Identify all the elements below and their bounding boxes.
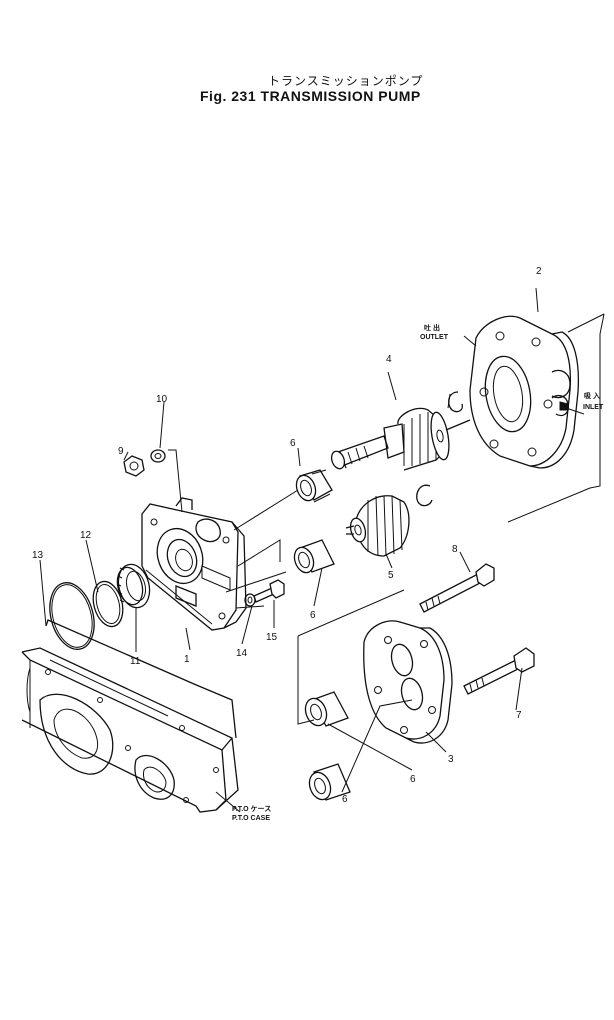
part-number-3: 3: [448, 754, 454, 765]
part-number-15: 15: [266, 632, 278, 643]
driven-gear: [345, 484, 433, 557]
title-english: Fig. 231 TRANSMISSION PUMP: [200, 88, 421, 104]
bolt-long: [419, 563, 495, 613]
needle-bearing-bottom: [308, 763, 351, 801]
pump-plate: [363, 620, 453, 744]
drive-gear-shaft: [330, 393, 471, 471]
inlet-label: INLET: [583, 404, 604, 411]
washer: [150, 449, 166, 463]
part-number-4: 4: [386, 354, 392, 365]
needle-bearing-lower: [304, 691, 349, 727]
part-number-2: 2: [536, 266, 542, 277]
snap-ring: [92, 580, 124, 628]
pump-cover: [469, 315, 580, 469]
part-number-6-bottom: 6: [342, 794, 348, 805]
part-number-9: 9: [118, 446, 124, 457]
inlet-label-japanese: 吸 入: [584, 392, 600, 400]
assembly-lines: [39, 287, 605, 813]
pump-housing: [141, 497, 247, 631]
gear-snap-ring: [447, 391, 464, 413]
pto-case-label-japanese: P.T.O ケース: [232, 805, 271, 813]
part-number-13: 13: [32, 550, 44, 561]
nut: [123, 455, 145, 477]
part-number-8: 8: [452, 544, 458, 555]
outlet-label-japanese: 吐 出: [424, 323, 440, 332]
part-number-1: 1: [184, 654, 190, 665]
spring-washer: [244, 593, 256, 607]
part-number-6-upper: 6: [290, 438, 296, 449]
o-ring: [49, 582, 95, 650]
bolt-short: [463, 647, 535, 695]
part-number-14: 14: [236, 648, 248, 659]
part-number-7: 7: [516, 710, 522, 721]
needle-bearing-middle: [293, 539, 335, 574]
bolt-small: [253, 579, 285, 603]
part-number-6-middle: 6: [310, 610, 316, 621]
part-number-11: 11: [130, 656, 141, 667]
outlet-label: OUTLET: [420, 334, 449, 341]
part-number-6-lower: 6: [410, 774, 416, 785]
pto-case: [21, 647, 239, 813]
part-number-12: 12: [80, 530, 92, 541]
needle-bearing-upper: [295, 469, 333, 503]
title-japanese: トランスミッションポンプ: [268, 74, 424, 88]
part-number-5: 5: [388, 570, 394, 581]
pto-case-label: P.T.O CASE: [232, 815, 270, 822]
oil-seal: [116, 563, 151, 609]
part-number-10: 10: [156, 394, 168, 405]
